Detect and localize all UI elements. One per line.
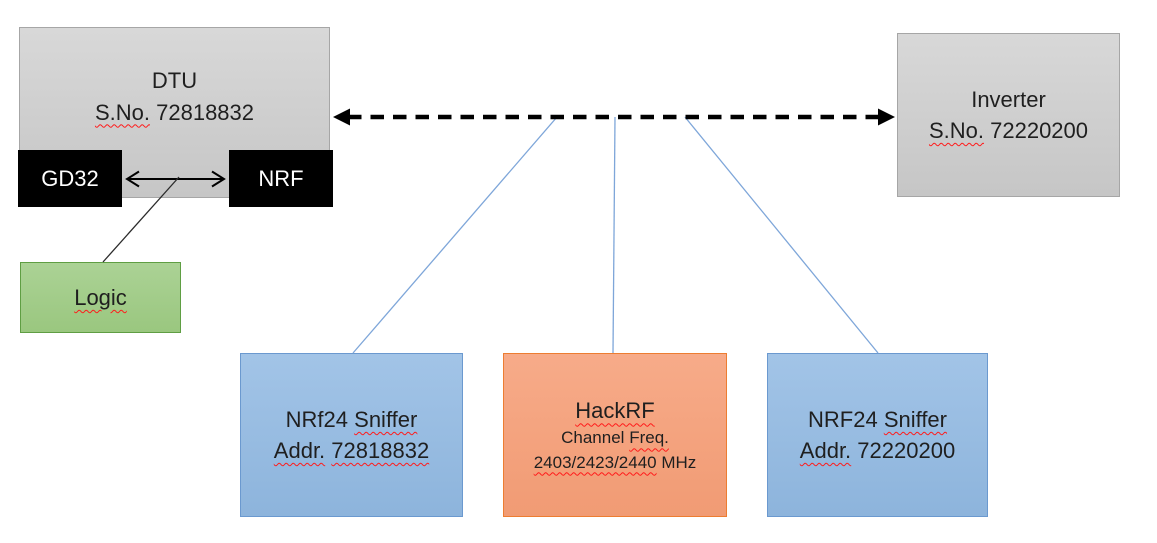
sniffer-left-box: NRf24 Sniffer Addr. 72818832	[240, 353, 463, 517]
dtu-serial-number: 72818832	[156, 99, 255, 125]
sniffer-left-title: NRf24 Sniffer	[286, 404, 418, 435]
hackrf-channel-word: Channel	[561, 428, 625, 448]
sniffer-right-title: NRF24 Sniffer	[808, 404, 947, 435]
sniffer-right-addr-label: Addr.	[799, 438, 852, 463]
hackrf-freq-line: 2403/2423/2440 MHz	[534, 451, 697, 475]
rf-link-arrowhead-right	[878, 108, 895, 126]
hackrf-freq-values: 2403/2423/2440	[533, 452, 657, 472]
tether-line-sniffer-left	[352, 116, 558, 354]
inverter-serial-label: S.No.	[928, 118, 984, 143]
dtu-title: DTU	[151, 68, 198, 94]
dtu-serial: S.No. 72818832	[95, 97, 254, 128]
inverter-box: Inverter S.No. 72220200	[897, 33, 1120, 197]
hackrf-channel-line: Channel Freq.	[561, 426, 669, 450]
sniffer-right-addr-number: 72220200	[857, 438, 956, 463]
inverter-title: Inverter	[971, 86, 1046, 112]
nrf-label: NRF	[258, 165, 304, 191]
logic-label: Logic	[74, 284, 127, 310]
hackrf-freq-unit: MHz	[661, 452, 697, 472]
sniffer-left-name: NRf24	[285, 406, 349, 432]
sniffer-left-kind: Sniffer	[354, 406, 418, 432]
inverter-serial-number: 72220200	[990, 118, 1089, 143]
tether-line-hackrf	[612, 116, 616, 354]
sniffer-right-box: NRF24 Sniffer Addr. 72220200	[767, 353, 988, 517]
tether-line-sniffer-right	[684, 116, 879, 354]
sniffer-right-name: NRF24	[808, 406, 878, 432]
sniffer-left-addr-number: 72818832	[331, 438, 430, 463]
hackrf-box: HackRF Channel Freq. 2403/2423/2440 MHz	[503, 353, 727, 517]
sniffer-left-addr: Addr. 72818832	[274, 435, 429, 466]
sniffer-right-addr: Addr. 72220200	[800, 435, 955, 466]
nrf-chip: NRF	[229, 150, 333, 207]
gd32-chip: GD32	[18, 150, 122, 207]
hackrf-freq-word: Freq.	[629, 428, 669, 448]
hackrf-title: HackRF	[575, 398, 655, 424]
rf-link-arrowhead-left	[333, 108, 350, 126]
dtu-serial-label: S.No.	[94, 99, 150, 125]
inverter-serial: S.No. 72220200	[929, 115, 1088, 146]
gd32-label: GD32	[41, 165, 99, 191]
sniffer-right-kind: Sniffer	[883, 406, 947, 432]
sniffer-left-addr-label: Addr.	[273, 438, 326, 463]
logic-box: Logic	[20, 262, 181, 333]
